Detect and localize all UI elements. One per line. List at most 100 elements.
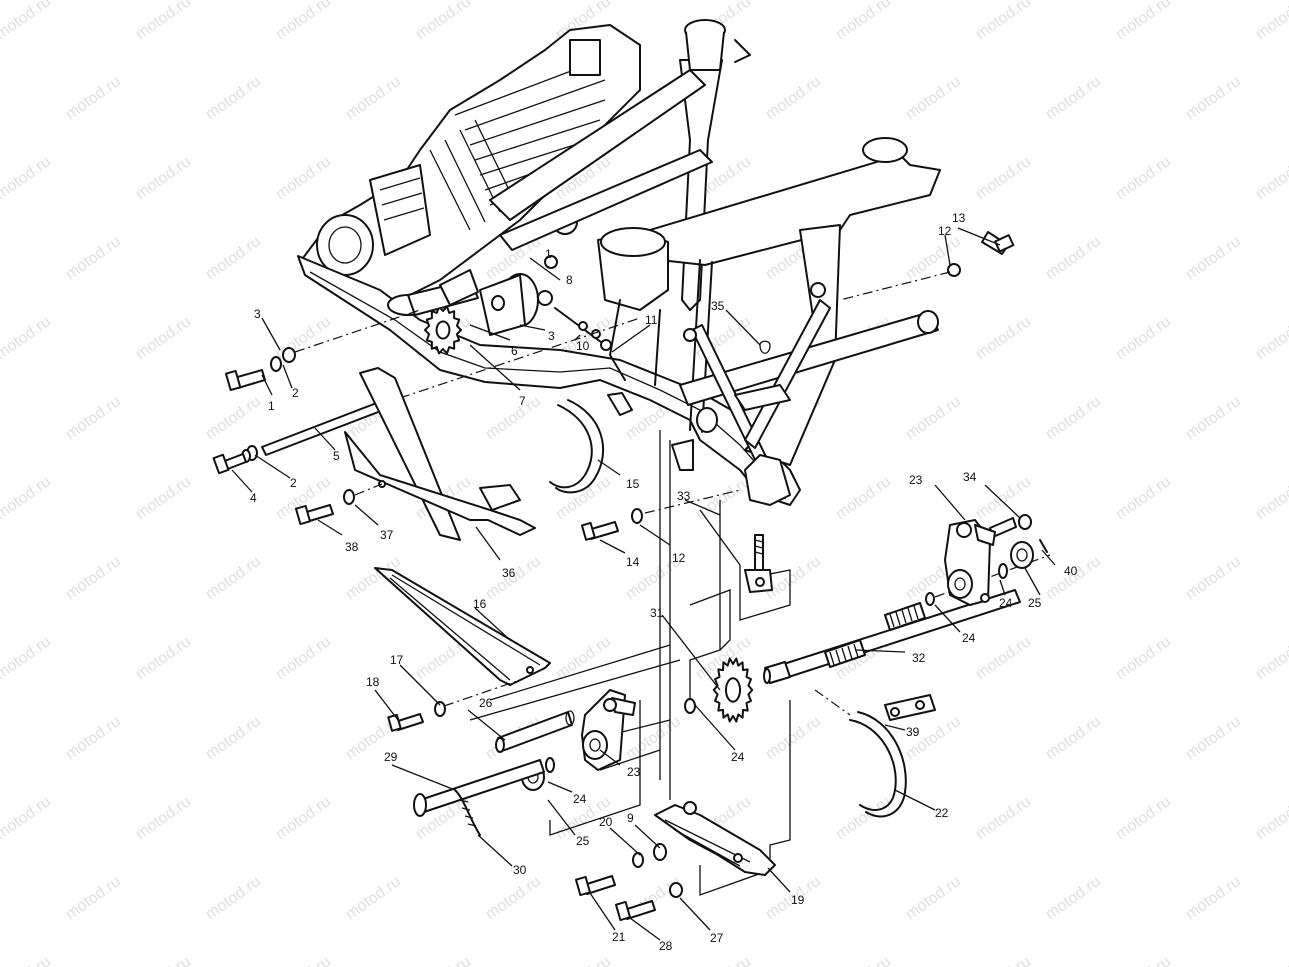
watermark-text: motod.ru [63, 873, 124, 923]
callout-21: 21 [612, 930, 626, 944]
watermark-text: motod.ru [693, 473, 754, 523]
watermark-text: motod.ru [63, 393, 124, 443]
watermark-text: motod.ru [133, 153, 194, 203]
callout-30: 30 [513, 863, 527, 877]
watermark-text: motod.ru [833, 793, 894, 843]
bracket-16 [374, 567, 551, 686]
watermark-text: motod.ru [273, 0, 334, 43]
watermark-text: motod.ru [903, 873, 964, 923]
frame-assembly [297, 19, 941, 506]
callout-5: 5 [333, 449, 340, 463]
watermark-text: motod.ru [203, 393, 264, 443]
callout-4: 4 [250, 491, 257, 505]
callout-24b: 24 [962, 631, 976, 645]
callout-24d: 24 [573, 792, 587, 806]
watermark-text: motod.ru [0, 953, 54, 967]
callout-25: 25 [1028, 596, 1042, 610]
watermark-text: motod.ru [833, 953, 894, 967]
watermark-text: motod.ru [273, 313, 334, 363]
callout-23: 23 [909, 473, 923, 487]
watermark-text: motod.ru [973, 0, 1034, 43]
watermark-text: motod.ru [1183, 713, 1244, 763]
watermark-text: motod.ru [1253, 633, 1289, 683]
watermark-text: motod.ru [133, 633, 194, 683]
watermark-text: motod.ru [1113, 633, 1174, 683]
callout-34: 34 [963, 470, 977, 484]
watermark-text: motod.ru [1183, 233, 1244, 283]
watermark-text: motod.ru [63, 553, 124, 603]
callout-3b: 3 [548, 329, 555, 343]
rear-axle [763, 554, 1051, 684]
callout-18: 18 [366, 675, 380, 689]
watermark-text: motod.ru [133, 793, 194, 843]
watermark-text: motod.ru [973, 313, 1034, 363]
callout-11: 11 [645, 313, 658, 327]
callout-39: 39 [906, 725, 920, 739]
watermark-text: motod.ru [1043, 233, 1104, 283]
callout-37: 37 [380, 528, 394, 542]
watermark-text: motod.ru [483, 393, 544, 443]
watermark-text: motod.ru [1043, 73, 1104, 123]
watermark-text: motod.ru [553, 473, 614, 523]
watermark-text: motod.ru [203, 873, 264, 923]
watermark-text: motod.ru [763, 713, 824, 763]
watermark-text: motod.ru [553, 953, 614, 967]
watermark-text: motod.ru [203, 553, 264, 603]
callout-27: 27 [710, 931, 724, 945]
watermark-text: motod.ru [1113, 153, 1174, 203]
watermark-text: motod.ru [623, 713, 684, 763]
watermark-text: motod.ru [63, 73, 124, 123]
callout-36: 36 [502, 566, 516, 580]
watermark-text: motod.ru [1183, 553, 1244, 603]
watermark-text: motod.ru [483, 873, 544, 923]
watermark-text: motod.ru [273, 633, 334, 683]
watermark-text: motod.ru [133, 953, 194, 967]
watermark-text: motod.ru [1183, 73, 1244, 123]
watermark-text: motod.ru [1253, 0, 1289, 43]
callout-31: 31 [650, 606, 664, 620]
lower-hardware [574, 843, 683, 922]
watermark-text: motod.ru [1043, 393, 1104, 443]
callout-7: 7 [519, 394, 526, 408]
callout-2b: 2 [290, 476, 297, 490]
watermark-text: motod.ru [1043, 873, 1104, 923]
watermark-text: motod.ru [833, 0, 894, 43]
watermark-text: motod.ru [693, 953, 754, 967]
watermark-text: motod.ru [1183, 393, 1244, 443]
watermark-text: motod.ru [973, 953, 1034, 967]
watermark-text: motod.ru [273, 153, 334, 203]
watermark-text: motod.ru [973, 633, 1034, 683]
callout-16: 16 [473, 597, 487, 611]
watermark-text: motod.ru [63, 713, 124, 763]
callout-23b: 23 [627, 765, 641, 779]
watermark-text: motod.ru [1183, 873, 1244, 923]
callout-9: 9 [627, 811, 634, 825]
watermark-text: motod.ru [0, 153, 54, 203]
watermark-text: motod.ru [1113, 953, 1174, 967]
sprocket-hub [724, 677, 742, 703]
callout-12b: 12 [672, 551, 686, 565]
watermark-text: motod.ru [0, 313, 54, 363]
callout-17: 17 [390, 653, 404, 667]
right-bearing-housing [944, 514, 1048, 606]
callout-32: 32 [912, 651, 926, 665]
watermark-text: motod.ru [133, 313, 194, 363]
engine-sprocket [424, 305, 462, 355]
callout-24c: 24 [731, 750, 745, 764]
callout-14: 14 [626, 555, 640, 569]
callout-12: 12 [938, 224, 952, 238]
callout-13: 13 [952, 211, 966, 225]
sprocket-hub [435, 320, 451, 340]
watermark-text: motod.ru [133, 473, 194, 523]
axle-sprocket [712, 657, 754, 723]
callout-20: 20 [599, 815, 613, 829]
assembly-guide-lines [469, 430, 791, 896]
watermark-text: motod.ru [1043, 713, 1104, 763]
watermark-text: motod.ru [0, 473, 54, 523]
callout-25b: 25 [576, 834, 590, 848]
callout-29: 29 [384, 750, 398, 764]
watermark-text: motod.ru [973, 793, 1034, 843]
callout-1: 1 [268, 399, 275, 413]
watermark-text: motod.ru [413, 953, 474, 967]
